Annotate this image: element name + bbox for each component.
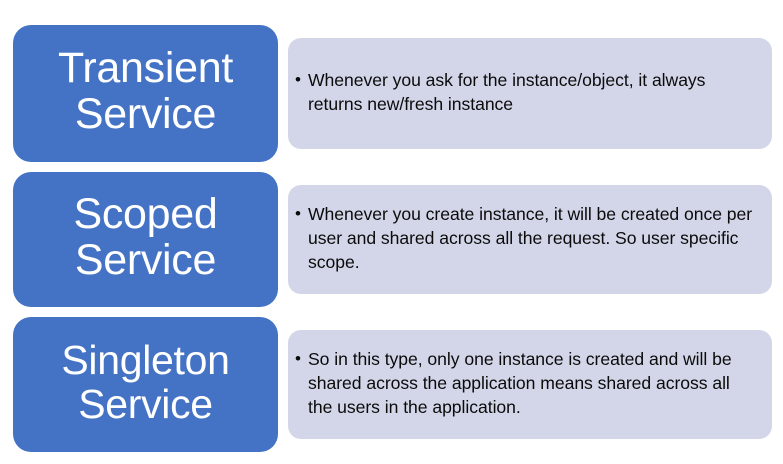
label-box-transient[interactable]: Transient Service <box>13 25 278 162</box>
label-text-transient: Transient Service <box>58 43 233 138</box>
bullet-item: • So in this type, only one instance is … <box>295 347 758 419</box>
diagram-row-transient: Transient Service • Whenever you ask for… <box>0 25 783 162</box>
label-box-singleton[interactable]: Singleton Service <box>13 317 278 452</box>
description-text-scoped: Whenever you create instance, it will be… <box>308 203 753 272</box>
bullet-dot-icon: • <box>295 348 301 368</box>
bullet-item: • Whenever you create instance, it will … <box>295 202 758 274</box>
label-text-singleton: Singleton Service <box>61 337 230 427</box>
bullet-dot-icon: • <box>295 69 301 89</box>
description-panel-transient: • Whenever you ask for the instance/obje… <box>288 38 772 149</box>
bullet-dot-icon: • <box>295 203 301 223</box>
description-panel-scoped: • Whenever you create instance, it will … <box>288 185 772 294</box>
description-panel-singleton: • So in this type, only one instance is … <box>288 330 772 439</box>
label-text-scoped: Scoped Service <box>73 189 218 284</box>
bullet-item: • Whenever you ask for the instance/obje… <box>295 68 758 116</box>
label-box-scoped[interactable]: Scoped Service <box>13 172 278 307</box>
diagram-row-singleton: Singleton Service • So in this type, onl… <box>0 317 783 452</box>
description-text-transient: Whenever you ask for the instance/object… <box>308 69 706 114</box>
description-text-singleton: So in this type, only one instance is cr… <box>308 348 732 417</box>
diagram-row-scoped: Scoped Service • Whenever you create ins… <box>0 172 783 307</box>
